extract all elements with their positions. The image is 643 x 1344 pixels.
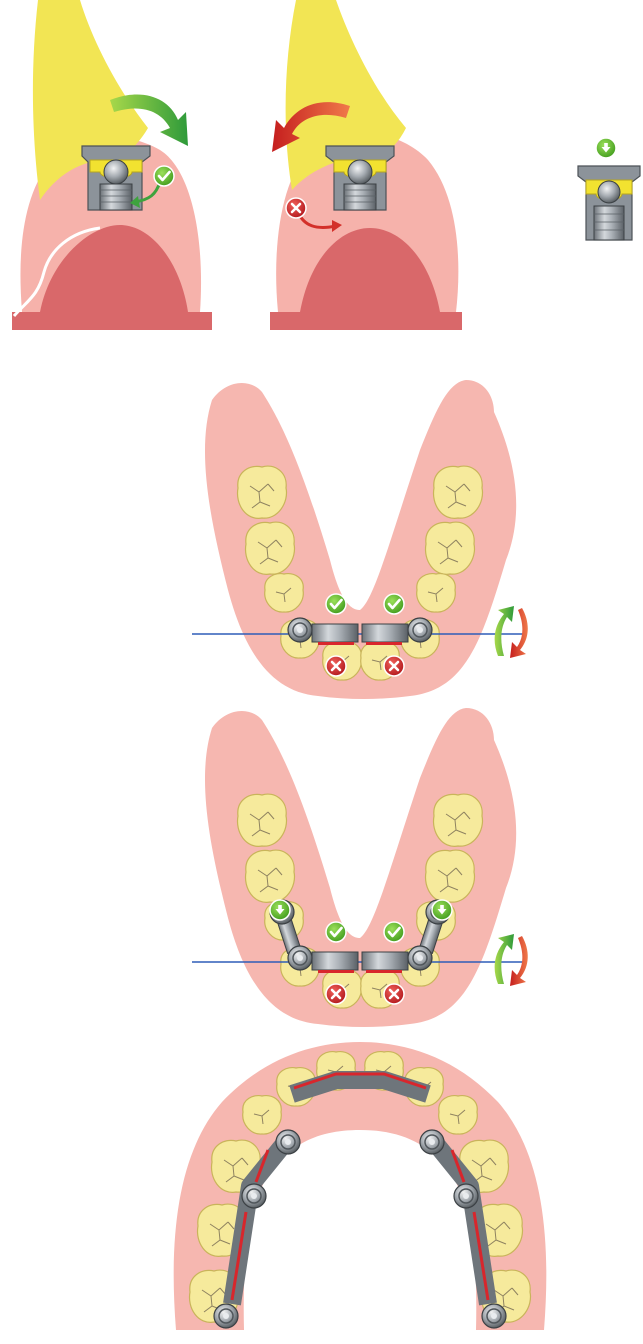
cross-icon (286, 198, 306, 218)
implant (454, 1184, 478, 1208)
down-arrow-icon (596, 138, 616, 158)
arch-full-bar (174, 1042, 547, 1330)
check-icon (326, 922, 346, 942)
down-arrow-icon (432, 900, 452, 920)
rotation-arrows (495, 606, 528, 658)
housing (326, 146, 394, 210)
down-arrow-icon (270, 900, 290, 920)
implant (288, 946, 312, 970)
cross-section-incorrect (270, 0, 462, 330)
implant (242, 1184, 266, 1208)
check-icon (326, 594, 346, 614)
implant (420, 1130, 444, 1154)
implant (214, 1304, 238, 1328)
arch-four-implants (192, 708, 528, 1027)
check-icon (384, 594, 404, 614)
arch-two-implants (192, 380, 528, 699)
cross-icon (326, 984, 346, 1004)
model-base (270, 312, 462, 330)
attachment-detail (578, 138, 640, 240)
rotation-arrows (495, 934, 528, 986)
cross-section-correct (12, 0, 212, 330)
implant (288, 618, 312, 642)
implant (276, 1130, 300, 1154)
model-base (12, 312, 212, 330)
cross-icon (326, 656, 346, 676)
implant (482, 1304, 506, 1328)
cross-icon (384, 656, 404, 676)
implant (408, 618, 432, 642)
check-icon (154, 166, 174, 186)
cross-icon (384, 984, 404, 1004)
check-icon (384, 922, 404, 942)
implant (408, 946, 432, 970)
